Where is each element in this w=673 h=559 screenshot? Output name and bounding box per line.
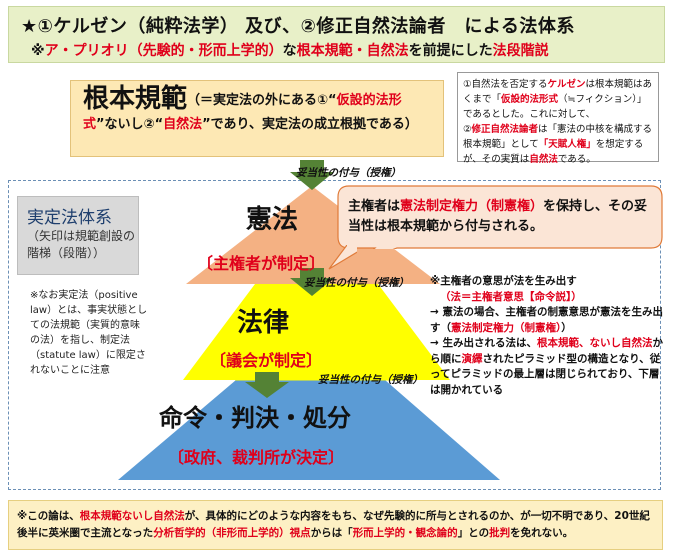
basic-norm-title: 根本規範 (83, 84, 188, 114)
footer-e: を免れない。 (510, 527, 574, 539)
note-line2-a: ② (463, 124, 472, 135)
footer-c: からは「 (310, 527, 353, 539)
speech-bubble-text: 主権者は憲法制定権力（制憲権）を保持し、その妥当性は根本規範から付与される。 (348, 197, 653, 237)
positive-law-remark: ※なお実定法（positive law）とは、事実状態としての法規範（実質的意味… (30, 290, 148, 376)
grant-label-1: 妥当性の付与（授権） (296, 167, 401, 179)
note-line2-b: は「憲法の中核を構成する根本規範」として (463, 124, 653, 150)
note-kelsen: ケルゼン (547, 79, 586, 90)
speech-bubble (337, 185, 663, 249)
footer-a: ※この論は、 (17, 510, 80, 522)
exp-line-3-a: → 憲法の場合、主権者の制憲意思が憲法を生み出す（ (430, 306, 663, 334)
constitution-label: 憲法 (245, 205, 298, 235)
exp-line-3-b: ） (561, 321, 572, 334)
note-revised: 修正自然法論者 (471, 124, 539, 135)
order-sub: 〔政府、裁判所が決定〕 (167, 448, 344, 467)
footer-basic-norm: 根本規範ないし自然法 (79, 510, 185, 522)
basic-norm-text: 根本規範（＝実定法の外にある①“仮設的法形式”ないし②“自然法”であり、実定法の… (83, 84, 435, 137)
positive-law-title: 実定法体系 (27, 208, 112, 228)
exp-line-2: （法＝主権者意思【命令説】） (440, 290, 582, 303)
basic-norm-hypothetical: 仮設的法形式 (83, 93, 402, 132)
subtitle-stage-theory: 法段階説 (492, 43, 549, 59)
exp-line-4-b: から順に (430, 337, 663, 365)
footer-critique: ※この論は、根本規範ないし自然法が、具体的にどのような内容をもち、なぜ先験的に所… (8, 500, 663, 550)
exp-line-4: → 生み出される法は、根本規範、ないし自然法から順に演繹されたピラミッド型の構造… (430, 336, 666, 398)
positive-law-note: （矢印は規範創設の階梯（段階）） (27, 229, 136, 260)
bubble-text-a: 主権者は (348, 199, 401, 214)
note-line1-c: （≒フィクション）」であるとした。これに対して、 (463, 94, 647, 120)
basic-norm-part-2: ”ないし②“ (96, 117, 164, 132)
footer-criticism: 批判 (489, 527, 511, 539)
basic-norm-part-3: ”であり、実定法の成立根拠である） (202, 117, 418, 132)
bubble-constituent-power: 憲法制定権力（制憲権） (400, 199, 544, 214)
note-line2-c: を想定するが、その実質は (463, 139, 644, 165)
order-label: 命令・判決・処分 (159, 404, 351, 432)
kelsen-note: ①自然法を否定するケルゼンは根本規範はあくまで「仮設的法形式（≒フィクション）」… (457, 72, 659, 165)
constitution-sub: 〔主権者が制定〕 (196, 254, 325, 273)
subtitle-prefix: ※ (31, 43, 45, 59)
exp-line-4-red1: 根本規範、ないし自然法 (536, 337, 653, 349)
subtitle-basic-norm: 根本規範・自然法 (296, 43, 409, 59)
bubble-text-b: を保持し、その妥当性は根本規範から付与される。 (348, 199, 648, 234)
footer-b: が、具体的にどのような内容をもち、なぜ先験的に所与とされるのか、が一切不明であり… (17, 510, 650, 539)
header-banner: ★①ケルゼン（純粋法学） 及び、②修正自然法論者 による法体系 ※ア・プリオリ（… (8, 6, 665, 63)
subtitle-text-2: を前提にした (408, 43, 493, 59)
subtitle-text-1: な (282, 43, 297, 59)
footer-text: ※この論は、根本規範ないし自然法が、具体的にどのような内容をもち、なぜ先験的に所… (17, 508, 657, 542)
grant-label-2: 妥当性の付与（授権） (304, 277, 409, 289)
basic-norm-natural-law: 自然法 (163, 117, 203, 132)
note-natural-law: 自然法 (529, 154, 558, 165)
sovereign-explanation: ※主権者の意思が法を生み出す （法＝主権者意思【命令説】） → 憲法の場合、主権… (430, 274, 666, 398)
footer-d: 」との (457, 527, 490, 539)
page-subtitle: ※ア・プリオリ（先験的・形而上学的）な根本規範・自然法を前提にした法段階説 (31, 40, 549, 60)
exp-line-4-c: されたピラミッド型の構造となり、従ってピラミッドの最上層は閉じられており、下層は… (430, 352, 661, 396)
footer-metaphysical: 形而上学的・観念論的 (352, 527, 458, 539)
exp-line-3-red: 憲法制定権力（制憲権） (451, 321, 562, 334)
exp-line-1: ※主権者の意思が法を生み出す (430, 275, 577, 287)
positive-law-frame (8, 180, 661, 490)
exp-line-4-a: → 生み出される法は、 (430, 337, 537, 349)
subtitle-a-priori: ア・プリオリ（先験的・形而上学的） (44, 43, 283, 59)
grant-label-3: 妥当性の付与（授権） (318, 374, 423, 386)
positive-law-box: 実定法体系 （矢印は規範創設の階梯（段階）） (17, 196, 139, 275)
basic-norm-part-1: （＝実定法の外にある①“ (187, 93, 337, 108)
footer-analytic: 分析哲学的（非形而上学的）視点 (153, 527, 311, 539)
note-line1-a: ①自然法を否定する (463, 79, 548, 90)
law-label: 法律 (236, 308, 289, 338)
page-title: ★①ケルゼン（純粋法学） 及び、②修正自然法論者 による法体系 (21, 16, 575, 37)
basic-norm-box: 根本規範（＝実定法の外にある①“仮設的法形式”ないし②“自然法”であり、実定法の… (70, 80, 444, 157)
exp-line-4-red2: 演繹 (461, 352, 483, 365)
speech-bubble-tail (328, 245, 357, 270)
exp-line-3: → 憲法の場合、主権者の制憲意思が憲法を生み出す（憲法制定権力（制憲権）） (430, 305, 666, 336)
note-hypothetical: 仮設的法形式 (501, 94, 559, 105)
note-line2-d: である。 (557, 154, 596, 165)
note-natural-rights: 「天賦人権」 (538, 139, 596, 150)
note-line1-b: は根本規範はあくまで「 (463, 79, 653, 105)
law-sub: 〔議会が制定〕 (209, 351, 322, 370)
